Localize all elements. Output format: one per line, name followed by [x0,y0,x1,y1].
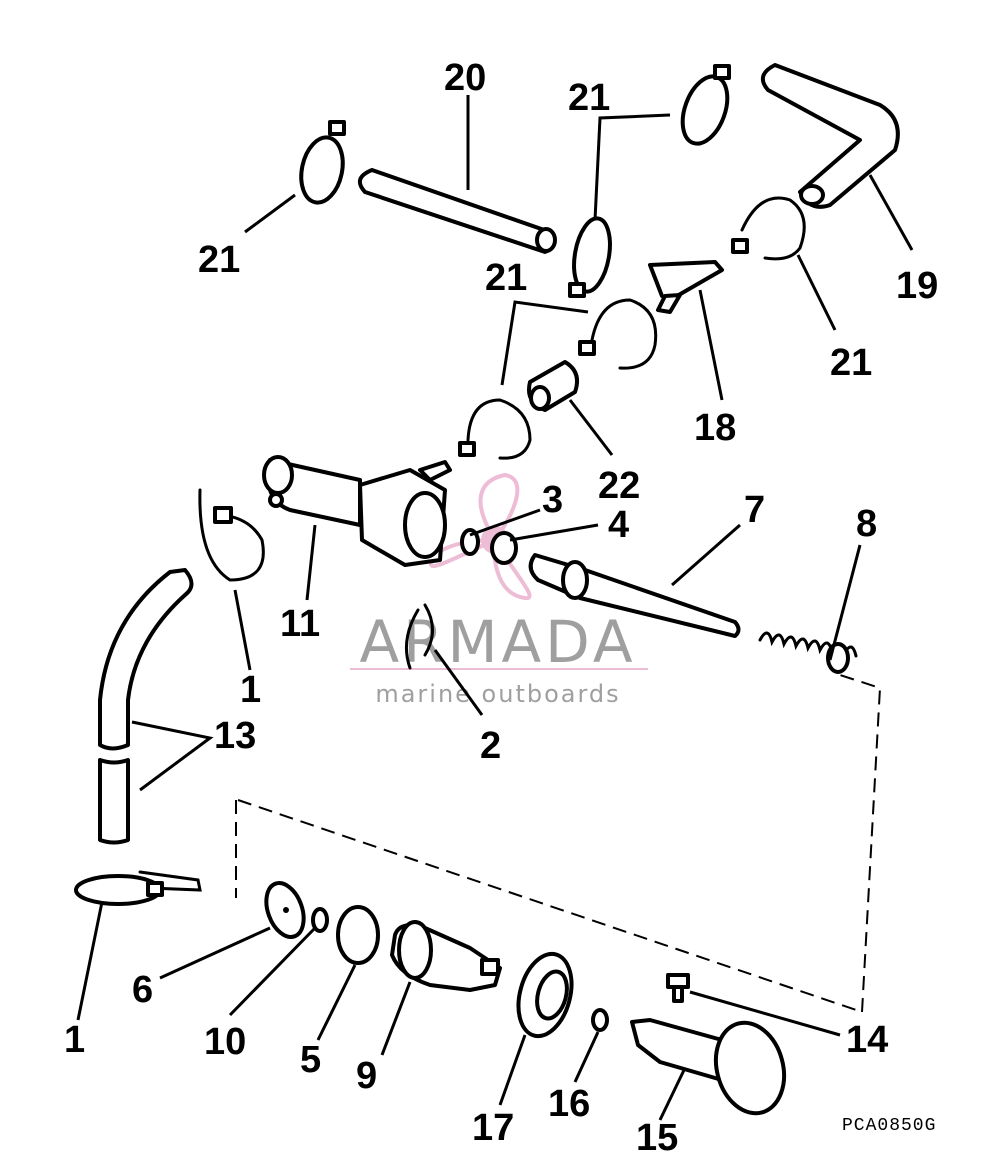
callout-numbers: 20 21 21 21 21 19 18 22 3 4 7 8 11 1 2 1… [64,57,938,1159]
callout-21: 21 [485,257,527,299]
part-17-cap [516,951,574,1039]
callout-19: 19 [896,265,938,307]
callout-1: 1 [64,1019,85,1061]
part-9-fitting [390,920,502,992]
callout-16: 16 [548,1083,590,1125]
part-13-fuel-line [98,568,194,845]
callout-21: 21 [830,342,872,384]
callout-3: 3 [542,479,563,521]
part-21-clamp-d [731,196,806,261]
part-1-clamp-upper [198,488,265,582]
part-21-clamp-f [458,398,532,460]
part-8-spring [758,631,858,674]
callout-18: 18 [694,407,736,449]
part-15-knob [630,1018,787,1116]
part-16-o-ring [591,1008,609,1032]
callout-14: 14 [846,1019,888,1061]
part-18-tee-fitting [648,260,724,314]
figure-code: PCA0850G [842,1116,936,1136]
part-21-clamp-c [568,216,612,298]
callout-15: 15 [636,1117,678,1159]
part-22-sleeve [527,360,579,412]
part-10-o-ring [311,907,329,933]
part-7-plunger [528,553,741,638]
callout-13: 13 [214,715,256,757]
callout-2: 2 [480,725,501,767]
part-11-valve-body [262,455,452,567]
callout-9: 9 [356,1055,377,1097]
callout-21: 21 [568,77,610,119]
part-1-clamp-lower [74,870,202,906]
part-21-clamp-a [299,120,346,205]
part-4-o-ring [490,531,518,565]
callout-8: 8 [856,503,877,545]
callout-10: 10 [204,1021,246,1063]
part-5-o-ring [336,905,380,965]
part-21-clamp-e [578,298,658,370]
part-20-hose [357,168,557,254]
callout-20: 20 [444,57,486,99]
part-21-clamp-b [680,64,731,146]
callout-11: 11 [280,603,320,645]
callout-6: 6 [132,969,153,1011]
callout-4: 4 [608,504,629,546]
part-2-clip [404,603,434,670]
callout-22: 22 [598,465,640,507]
callout-21: 21 [198,239,240,281]
part-14-screw [666,973,690,1003]
callout-5: 5 [300,1039,321,1081]
callout-17: 17 [472,1107,514,1149]
watermark-brand: ARMADA [359,608,636,676]
leader-lines [76,95,914,1121]
part-3-o-ring [460,528,480,556]
part-19-bent-hose [760,63,900,209]
assembly-dashed-outline [235,674,882,1013]
part-6-washer [264,881,306,939]
callout-7: 7 [744,489,765,531]
watermark-rule [350,668,648,670]
callout-1: 1 [240,669,261,711]
watermark-tagline: marine outboards [375,680,620,708]
